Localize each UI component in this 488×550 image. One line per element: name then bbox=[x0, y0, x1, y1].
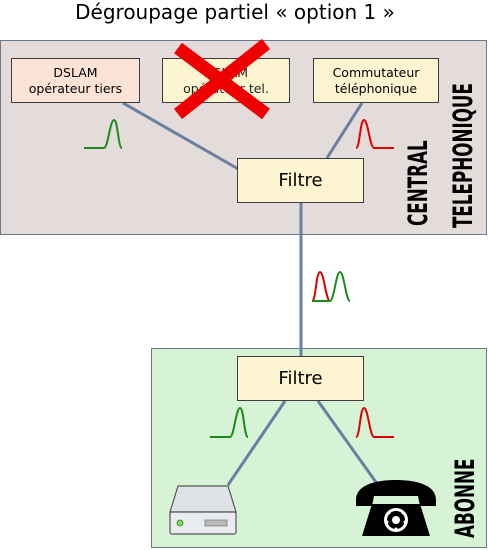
line-dslam-filtre bbox=[122, 101, 241, 172]
telephone-icon bbox=[356, 480, 436, 536]
dslam-tel-line2: opérateur tel. bbox=[183, 80, 269, 96]
green-signal-icon bbox=[210, 406, 249, 438]
red-signal-icon bbox=[355, 406, 394, 438]
line-filtre-phone bbox=[316, 400, 380, 486]
commutateur-box: Commutateur téléphonique bbox=[313, 58, 439, 103]
dslam-tiers-line2: opérateur tiers bbox=[28, 80, 123, 96]
filtre-abonne-box: Filtre bbox=[237, 356, 364, 401]
commutateur-line2: téléphonique bbox=[334, 80, 418, 96]
line-comm-filtre bbox=[325, 102, 364, 159]
modem-icon bbox=[169, 485, 237, 535]
dslam-tel-line1: DSLAM bbox=[203, 64, 249, 80]
central-label-line1: CENTRAL bbox=[403, 140, 434, 226]
green-signal-icon bbox=[84, 118, 123, 149]
abonne-label: ABONNE bbox=[450, 458, 481, 538]
dslam-tiers-box: DSLAM opérateur tiers bbox=[11, 58, 140, 103]
diagram-title: Dégroupage partiel « option 1 » bbox=[75, 0, 395, 24]
dslam-tel-box: DSLAM opérateur tel. bbox=[162, 58, 290, 103]
dslam-tiers-line1: DSLAM bbox=[53, 64, 98, 80]
red-signal-icon bbox=[311, 270, 331, 302]
filtre-central-box: Filtre bbox=[237, 158, 364, 203]
central-label-line2: TELEPHONIQUE bbox=[448, 83, 479, 228]
red-signal-icon bbox=[355, 118, 394, 149]
line-filtre-modem bbox=[226, 400, 287, 486]
green-signal-icon bbox=[312, 270, 351, 302]
commutateur-line1: Commutateur bbox=[332, 64, 420, 80]
